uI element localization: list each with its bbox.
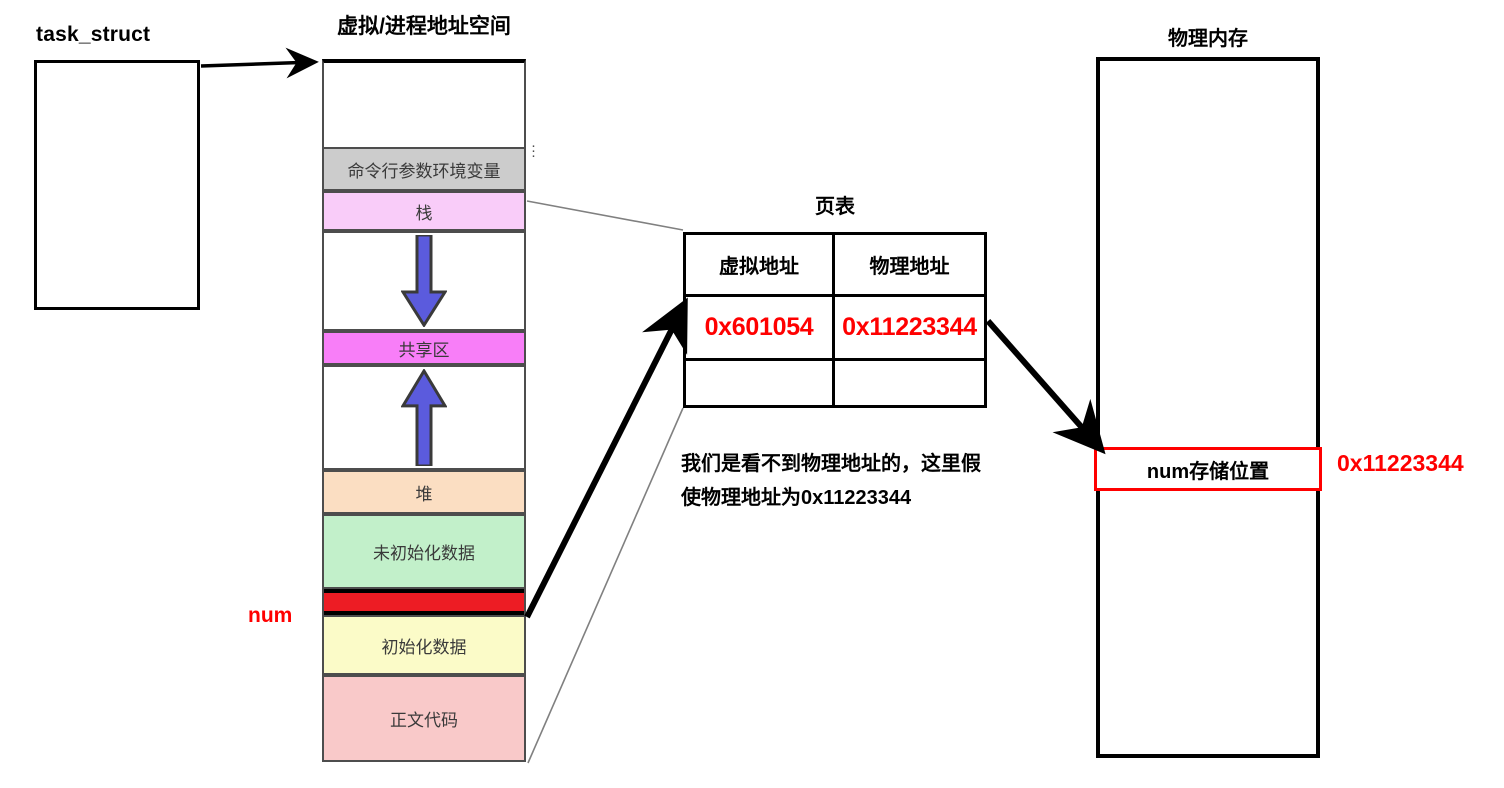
vertical-ellipsis-icon: ··· <box>531 137 536 164</box>
segment-data: 初始化数据 <box>324 615 524 675</box>
segment-heap-grow-gap <box>324 365 524 470</box>
arrow-num-to-page-table <box>524 297 688 619</box>
segment-heap: 堆 <box>324 470 524 514</box>
physical-memory-box <box>1096 57 1320 758</box>
line-address-space-to-page-table-top <box>526 200 684 231</box>
physical-address-label: 0x11223344 <box>1337 450 1464 476</box>
header-virtual-address: 虚拟地址 <box>686 235 835 294</box>
segment-shared-area: 共享区 <box>324 331 524 365</box>
segment-label: 正文代码 <box>390 711 458 731</box>
cell-virtual-address-empty <box>686 361 835 405</box>
segment-stack-grow-gap <box>324 231 524 331</box>
physical-memory-title: 物理内存 <box>1168 28 1248 50</box>
line-page-table-to-code-segment <box>527 407 684 764</box>
explanation-note: 我们是看不到物理地址的，这里假 使物理地址为0x11223344 <box>681 447 1081 515</box>
segment-label: 栈 <box>415 203 433 224</box>
segment-label: 初始化数据 <box>381 637 467 658</box>
segment-text-code: 正文代码 <box>324 675 524 762</box>
num-variable-label: num <box>248 604 293 627</box>
segment-args-env: 命令行参数环境变量 <box>324 147 524 191</box>
segment-stack: 栈 <box>324 191 524 231</box>
page-table-row: 0x601054 0x11223344 <box>686 297 984 361</box>
segment-bss: 未初始化数据 <box>324 514 524 589</box>
virtual-address-space-title: 虚拟/进程地址空间 <box>337 15 511 38</box>
arrow-task-struct-to-address-space <box>200 47 319 79</box>
num-storage-slot: num存储位置 <box>1094 447 1322 491</box>
page-table-title: 页表 <box>815 196 855 218</box>
task-struct-box <box>34 60 200 310</box>
stack-grows-down-arrow-icon <box>401 235 447 327</box>
note-line-2: 使物理地址为0x11223344 <box>681 487 912 509</box>
segment-label: 堆 <box>415 484 433 505</box>
header-physical-address: 物理地址 <box>869 256 950 278</box>
segment-label: 命令行参数环境变量 <box>347 161 501 182</box>
page-table-empty-row <box>686 361 984 405</box>
cell-physical-address: 0x11223344 <box>842 313 977 341</box>
cell-virtual-address: 0x601054 <box>686 297 835 358</box>
task-struct-title: task_struct <box>36 23 151 46</box>
segment-num-variable <box>324 589 524 615</box>
arrow-page-table-to-physical-memory <box>985 319 1106 455</box>
virtual-address-space-box: 命令行参数环境变量栈共享区堆未初始化数据初始化数据正文代码 <box>322 59 526 762</box>
page-table: 虚拟地址 物理地址 0x601054 0x11223344 <box>683 232 987 408</box>
cell-physical-address-empty <box>835 361 984 405</box>
heap-grows-up-arrow-icon <box>401 369 447 466</box>
page-table-header-row: 虚拟地址 物理地址 <box>686 235 984 297</box>
segment-label: 共享区 <box>398 340 450 361</box>
segment-label: 未初始化数据 <box>373 544 475 564</box>
note-line-1: 我们是看不到物理地址的，这里假 <box>681 453 981 475</box>
segment-kernel-space <box>324 63 524 147</box>
